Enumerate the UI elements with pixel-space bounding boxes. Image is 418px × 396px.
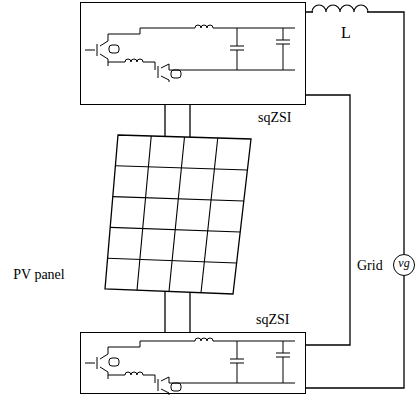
pv-grid-line — [108, 258, 237, 263]
panel-frame — [105, 135, 251, 294]
wire — [306, 12, 404, 254]
wire — [306, 95, 350, 345]
wire — [189, 292, 190, 332]
wire — [164, 291, 165, 332]
inductor-label: L — [341, 24, 351, 42]
pv-panel: PV panel — [103, 133, 253, 296]
converter-label: sqZSI — [258, 110, 291, 126]
pv-grid-line — [137, 136, 151, 290]
converter-circuit — [85, 25, 295, 82]
inductor-symbol — [312, 5, 368, 12]
pv-grid-line — [169, 137, 185, 292]
wire — [164, 105, 165, 137]
source-symbol: vg — [394, 257, 414, 271]
grid-source: Gridvg — [393, 254, 415, 276]
wire — [189, 105, 190, 137]
converter-box: sqZSI — [80, 332, 306, 394]
converter-box: sqZSI — [80, 2, 306, 105]
wire — [306, 276, 404, 388]
source-label: Grid — [357, 258, 383, 274]
pv-grid-line — [115, 166, 247, 170]
converter-label: sqZSI — [256, 312, 289, 328]
converter-circuit — [85, 338, 295, 395]
pv-grid-line — [201, 138, 218, 293]
pv-grid-line — [113, 197, 244, 201]
panel-outline — [103, 133, 253, 296]
panel-label: PV panel — [13, 267, 65, 283]
pv-grid-line — [110, 227, 240, 232]
